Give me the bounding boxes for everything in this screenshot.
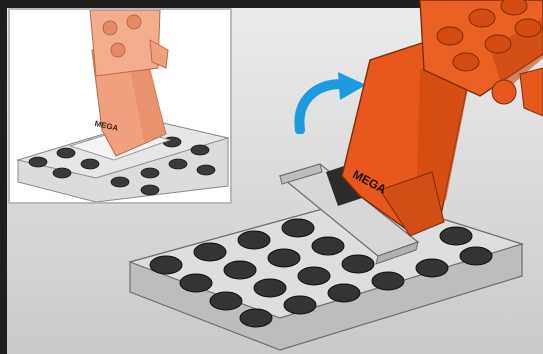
- main-illustration: MEGA: [120, 0, 543, 354]
- main-leg: [342, 0, 543, 236]
- main-plate: [130, 196, 522, 350]
